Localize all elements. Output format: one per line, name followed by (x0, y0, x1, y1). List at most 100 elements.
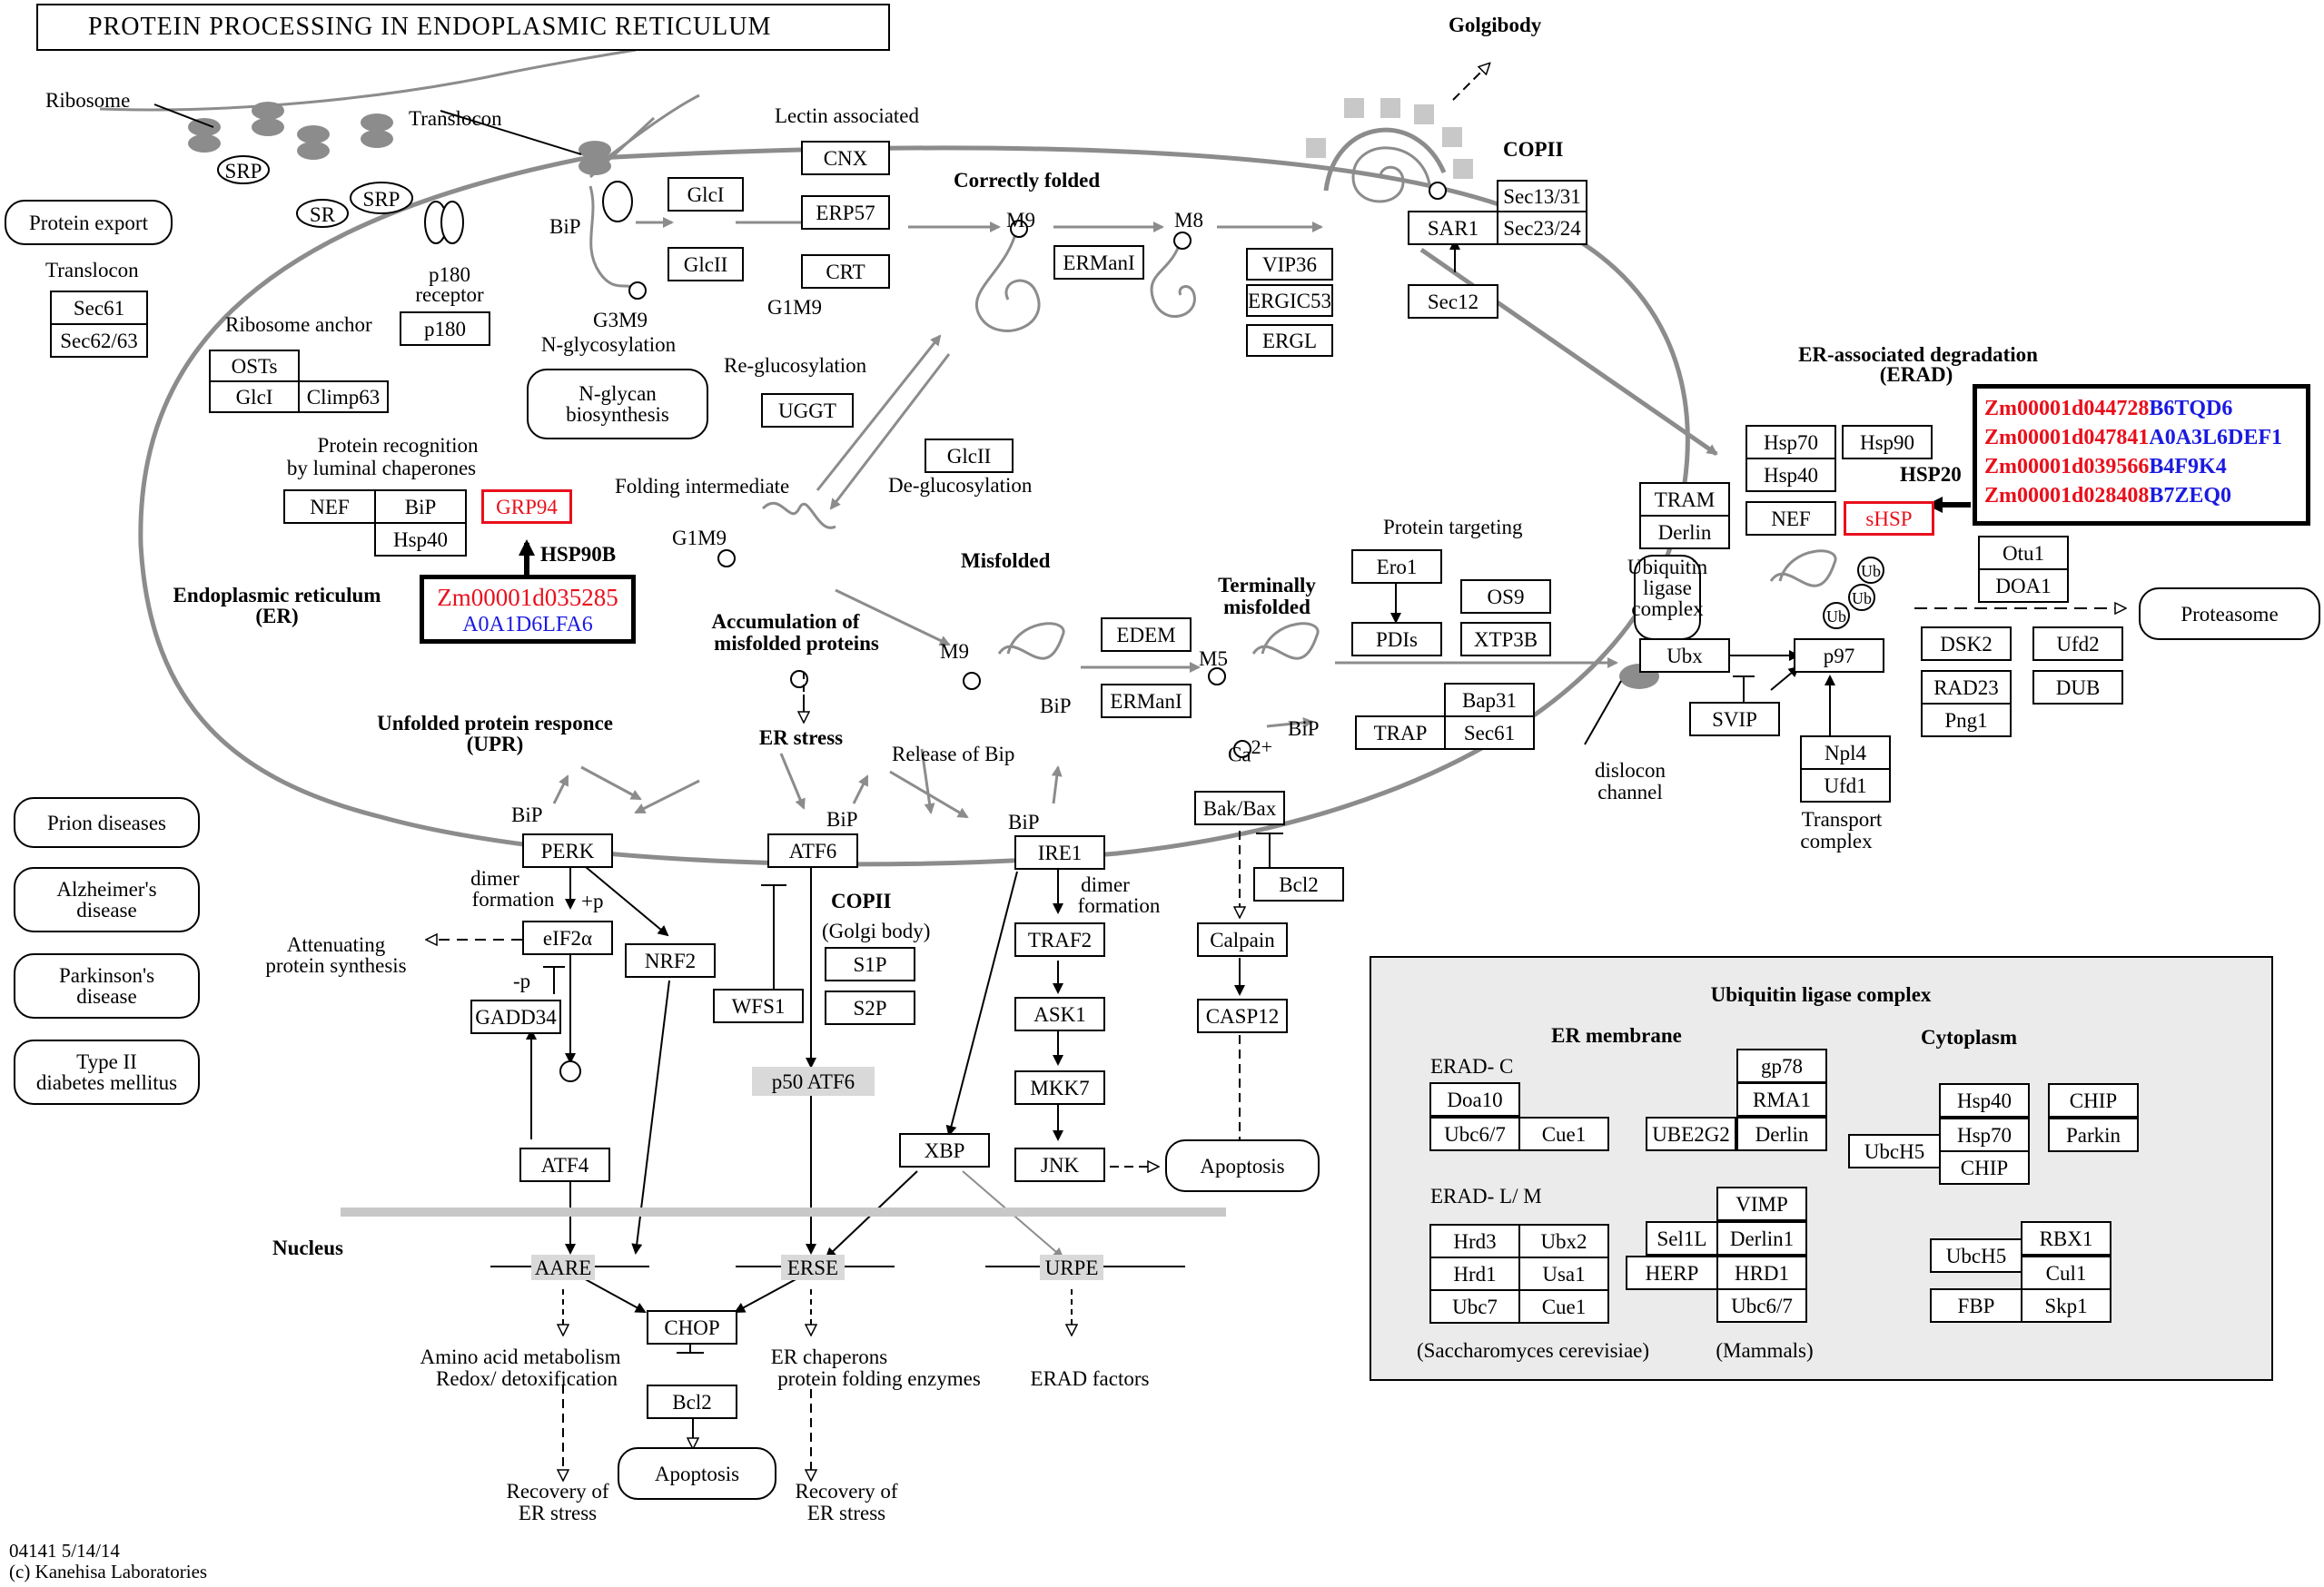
bcl2-bottom-box[interactable]: Bcl2 (647, 1385, 737, 1419)
atf4-box[interactable]: ATF4 (519, 1148, 610, 1182)
fbp-box[interactable]: FBP (1930, 1288, 2022, 1323)
chop-box[interactable]: CHOP (647, 1310, 737, 1345)
hsp90b-gene-callout[interactable]: Zm00001d035285 A0A1D6LFA6 (420, 575, 636, 644)
rma1-box[interactable]: RMA1 (1736, 1082, 1827, 1117)
nef-right-box[interactable]: NEF (1745, 501, 1836, 536)
osts-box[interactable]: OSTs (209, 350, 300, 382)
alzheimer-box[interactable]: Alzheimer's disease (14, 867, 200, 932)
climp63-box[interactable]: Climp63 (298, 380, 389, 413)
hsp40-r-box[interactable]: Hsp40 (1745, 458, 1836, 492)
parkin-box[interactable]: Parkin (2048, 1118, 2139, 1152)
apoptosis-bottom-box[interactable]: Apoptosis (618, 1447, 776, 1500)
ubx2-box[interactable]: Ubx2 (1518, 1224, 1609, 1258)
dub-box[interactable]: DUB (2032, 670, 2123, 705)
rad23-box[interactable]: RAD23 (1921, 670, 2012, 705)
perk-box[interactable]: PERK (522, 833, 613, 868)
dsk2-box[interactable]: DSK2 (1921, 626, 2012, 661)
ire1-box[interactable]: IRE1 (1014, 835, 1105, 870)
ufd2-box[interactable]: Ufd2 (2032, 626, 2123, 661)
cue1-b-box[interactable]: Cue1 (1518, 1289, 1609, 1324)
gp78-box[interactable]: gp78 (1736, 1049, 1827, 1083)
hrd1-m-box[interactable]: HRD1 (1716, 1256, 1807, 1290)
glci-b-box[interactable]: GlcI (668, 177, 744, 212)
sec61-box[interactable]: Sec61 (50, 291, 148, 325)
aare-box[interactable]: AARE (531, 1255, 595, 1280)
cul1-box[interactable]: Cul1 (2021, 1256, 2111, 1290)
cue1-a-box[interactable]: Cue1 (1518, 1117, 1609, 1151)
hsp40-left-box[interactable]: Hsp40 (374, 522, 467, 557)
bak-bax-box[interactable]: Bak/Bax (1194, 791, 1285, 825)
ubc6-7-a-box[interactable]: Ubc6/7 (1429, 1117, 1520, 1151)
ergic53-box[interactable]: ERGIC53 (1246, 284, 1333, 317)
herp-box[interactable]: HERP (1626, 1256, 1718, 1290)
nrf2-box[interactable]: NRF2 (625, 943, 716, 978)
p97-box[interactable]: p97 (1794, 638, 1884, 673)
glci-a-box[interactable]: GlcI (209, 380, 300, 413)
sar1-box[interactable]: SAR1 (1408, 211, 1498, 245)
ero1-box[interactable]: Ero1 (1351, 549, 1442, 584)
crt-box[interactable]: CRT (801, 254, 890, 289)
hrd1-box[interactable]: Hrd1 (1429, 1257, 1520, 1291)
diabetes-box[interactable]: Type II diabetes mellitus (14, 1040, 200, 1105)
calpain-box[interactable]: Calpain (1197, 922, 1288, 957)
s2p-box[interactable]: S2P (825, 991, 915, 1025)
hsp70-c-box[interactable]: Hsp70 (1939, 1118, 2030, 1152)
sec12-box[interactable]: Sec12 (1408, 284, 1498, 319)
n-glycan-box[interactable]: N-glycan biosynthesis (527, 369, 708, 439)
vip36-box[interactable]: VIP36 (1246, 248, 1333, 281)
ubch5-a-box[interactable]: UbcH5 (1848, 1134, 1941, 1168)
hsp70-r-box[interactable]: Hsp70 (1745, 425, 1836, 459)
skp1-box[interactable]: Skp1 (2021, 1288, 2111, 1323)
os9-box[interactable]: OS9 (1460, 579, 1551, 614)
derlin-box[interactable]: Derlin (1639, 515, 1730, 549)
ask1-box[interactable]: ASK1 (1014, 997, 1105, 1031)
sec13-31-box[interactable]: Sec13/31 (1497, 180, 1587, 212)
ufd1-box[interactable]: Ufd1 (1800, 768, 1891, 803)
jnk-box[interactable]: JNK (1014, 1148, 1105, 1182)
wfs1-box[interactable]: WFS1 (713, 989, 804, 1023)
doa10-box[interactable]: Doa10 (1429, 1082, 1520, 1117)
erse-box[interactable]: ERSE (781, 1255, 845, 1280)
p50-atf6-box[interactable]: p50 ATF6 (752, 1067, 875, 1096)
chip-a-box[interactable]: CHIP (1939, 1150, 2030, 1185)
bcl2-top-box[interactable]: Bcl2 (1253, 867, 1344, 902)
ubc7-box[interactable]: Ubc7 (1429, 1289, 1520, 1324)
chip-b-box[interactable]: CHIP (2048, 1083, 2139, 1118)
edem-box[interactable]: EDEM (1101, 617, 1192, 652)
rbx1-box[interactable]: RBX1 (2021, 1221, 2111, 1256)
grp94-box[interactable]: GRP94 (481, 489, 572, 524)
sec61-b-box[interactable]: Sec61 (1444, 715, 1535, 750)
otu1-box[interactable]: Otu1 (1978, 536, 2069, 570)
nef-left-box[interactable]: NEF (283, 489, 376, 524)
xtp3b-box[interactable]: XTP3B (1460, 622, 1551, 656)
sel1l-box[interactable]: Sel1L (1646, 1221, 1718, 1256)
pdis-box[interactable]: PDIs (1351, 622, 1442, 656)
mkk7-box[interactable]: MKK7 (1014, 1070, 1105, 1105)
shsp-box[interactable]: sHSP (1844, 501, 1934, 536)
tram-box[interactable]: TRAM (1639, 482, 1730, 517)
xbp-box[interactable]: XBP (899, 1133, 990, 1168)
parkinson-box[interactable]: Parkinson's disease (14, 953, 200, 1019)
hsp20-gene-callout[interactable]: Zm00001d044728B6TQD6 Zm00001d047841A0A3L… (1973, 384, 2310, 526)
traf2-box[interactable]: TRAF2 (1014, 922, 1105, 957)
ermani-top-box[interactable]: ERManI (1053, 245, 1144, 280)
trap-box[interactable]: TRAP (1355, 715, 1446, 750)
sec23-24-box[interactable]: Sec23/24 (1497, 211, 1587, 245)
uggt-box[interactable]: UGGT (761, 393, 854, 428)
doa1-box[interactable]: DOA1 (1978, 568, 2069, 603)
npl4-box[interactable]: Npl4 (1800, 735, 1891, 770)
protein-export-box[interactable]: Protein export (5, 200, 173, 245)
erp57-box[interactable]: ERP57 (801, 195, 890, 230)
ubx-box[interactable]: Ubx (1639, 638, 1730, 673)
p180-box[interactable]: p180 (400, 311, 490, 346)
derlin-b-box[interactable]: Derlin (1736, 1117, 1827, 1151)
hrd3-box[interactable]: Hrd3 (1429, 1224, 1520, 1258)
ermani-mid-box[interactable]: ERManI (1101, 684, 1192, 718)
ubch5-b-box[interactable]: UbcH5 (1930, 1238, 2022, 1273)
glcii-a-box[interactable]: GlcII (668, 247, 744, 281)
casp12-box[interactable]: CASP12 (1197, 999, 1288, 1033)
eif2a-box[interactable]: eIF2α (522, 921, 613, 955)
proteasome-box[interactable]: Proteasome (2139, 587, 2320, 640)
bap31-box[interactable]: Bap31 (1444, 683, 1535, 717)
gadd34-box[interactable]: GADD34 (470, 1000, 561, 1034)
